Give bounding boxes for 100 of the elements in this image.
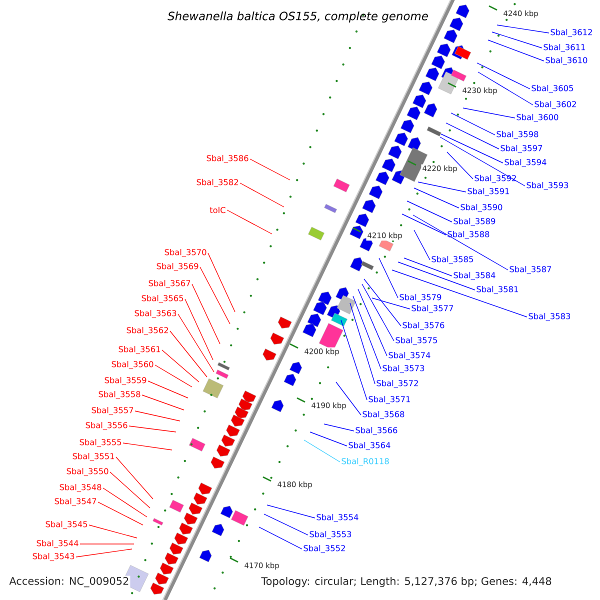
- gene-label: Sbal_3602: [534, 100, 576, 110]
- leader-line: [184, 298, 214, 360]
- leader-line: [352, 296, 382, 370]
- gene-label: Sbal_3610: [546, 56, 588, 66]
- leader-line: [404, 258, 452, 276]
- gene-label: Sbal_3574: [388, 352, 430, 360]
- leader-line: [134, 410, 180, 422]
- leader-line: [496, 24, 550, 34]
- gene-label: Sbal_3577: [412, 304, 454, 314]
- gene-label: Sbal_3583: [528, 312, 570, 322]
- gene-label: Sbal_3552: [304, 544, 345, 554]
- leader-line: [88, 524, 138, 538]
- leader-line: [418, 182, 466, 192]
- leader-line: [462, 108, 516, 118]
- leader-line: [98, 502, 144, 526]
- leader-line: [440, 134, 504, 164]
- gene-label: Sbal_3572: [376, 380, 418, 388]
- gene-label: Sbal_3545: [46, 520, 88, 530]
- gene-label: Sbal_3565: [142, 294, 184, 304]
- gene-label: Sbal_3556: [86, 422, 128, 430]
- leader-line: [446, 122, 500, 150]
- gene-label: Sbal_3550: [66, 468, 108, 476]
- leader-line: [336, 382, 362, 416]
- leader-line: [142, 394, 184, 410]
- leader-line: [340, 320, 368, 400]
- gene-label: Sbal_3582: [196, 178, 238, 188]
- gene-label: Sbal_3555: [80, 438, 122, 448]
- leader-line: [372, 298, 410, 310]
- leader-line: [110, 472, 150, 508]
- leader-line: [414, 230, 430, 260]
- gene-label: Sbal_3567: [148, 280, 190, 288]
- leader-line: [178, 314, 214, 372]
- genome-summary-text: Topology: circular; Length: 5,127,376 bp; Genes: 4,448: [260, 576, 553, 588]
- leader-line: [364, 278, 402, 326]
- gene-label: Sbal_3605: [532, 84, 574, 94]
- gene-label: Sbal_3569: [156, 262, 198, 272]
- leader-line: [208, 252, 236, 312]
- leader-line: [378, 258, 398, 298]
- leader-line: [492, 32, 542, 48]
- leader-line: [266, 504, 316, 518]
- gene-label: Sbal_3597: [500, 144, 542, 154]
- title: Shewanella baltica OS155, complete genome: [168, 11, 428, 23]
- leader-line: [128, 426, 176, 432]
- gene-label: Sbal_3600: [516, 114, 558, 122]
- leader-line: [200, 266, 230, 324]
- gene-label: Sbal_3591: [468, 188, 509, 196]
- leader-line: [258, 526, 302, 550]
- gene-label: tolC: [210, 206, 226, 214]
- gene-label: Sbal_3590: [460, 204, 502, 212]
- leader-line: [392, 270, 528, 318]
- leader-line: [162, 350, 200, 382]
- gene-label: Sbal_3594: [504, 158, 546, 168]
- gene-label: Sbal_3593: [526, 182, 568, 190]
- gene-label: Sbal_3584: [454, 272, 496, 280]
- gene-label: Sbal_3575: [396, 336, 438, 346]
- gene-label: Sbal_3576: [402, 322, 444, 330]
- gene-label: Sbal_3570: [164, 248, 206, 258]
- leader-line: [154, 364, 192, 388]
- gene-label: Sbal_3564: [348, 442, 390, 450]
- leader-line: [478, 72, 534, 106]
- gene-label: Sbal_3612: [550, 28, 592, 38]
- leader-line: [226, 210, 272, 234]
- leader-line: [324, 424, 354, 432]
- leader-line: [250, 158, 290, 180]
- leader-line: [362, 284, 394, 342]
- leader-line: [406, 200, 452, 222]
- leader-line: [446, 152, 474, 180]
- gene-label: Sbal_3592: [474, 174, 516, 184]
- gene-label: Sbal_3587: [510, 266, 552, 274]
- gene-label: Sbal_3560: [112, 360, 154, 370]
- leader-line: [264, 514, 308, 536]
- gene-label: Sbal_3588: [448, 230, 490, 240]
- gene-label: Sbal_3553: [310, 530, 352, 540]
- gene-label: Sbal_3598: [496, 130, 538, 140]
- gene-label: Sbal_3551: [72, 452, 114, 462]
- gene-label: Sbal_3557: [92, 406, 134, 416]
- leader-line: [350, 302, 376, 384]
- leader-line: [102, 488, 148, 518]
- gene-label: Sbal_3586: [206, 154, 248, 164]
- gene-label: Sbal_3585: [432, 256, 474, 264]
- gene-label: Sbal_3566: [356, 426, 398, 436]
- gene-label: Sbal_3568: [362, 410, 404, 420]
- leader-line: [488, 40, 544, 62]
- gene-label: Sbal_3563: [134, 310, 176, 318]
- gene-label: Sbal_3548: [60, 484, 102, 492]
- gene-label: Sbal_3558: [98, 390, 140, 400]
- leader-line: [358, 288, 388, 356]
- leader-line: [412, 214, 508, 270]
- leader-line: [192, 284, 220, 344]
- leader-line: [122, 442, 172, 450]
- gene-label: Sbal_3543: [32, 552, 74, 562]
- leader-line: [310, 432, 348, 446]
- gene-label: Sbal_3579: [400, 294, 442, 302]
- leader-line: [170, 330, 208, 378]
- gene-label: Sbal_R0118: [342, 458, 389, 466]
- leader-line: [402, 214, 446, 236]
- gene-label: Sbal_3573: [382, 364, 424, 374]
- gene-label: Sbal_3547: [54, 498, 96, 506]
- leader-line: [304, 440, 340, 462]
- gene-label: Sbal_3562: [126, 326, 168, 336]
